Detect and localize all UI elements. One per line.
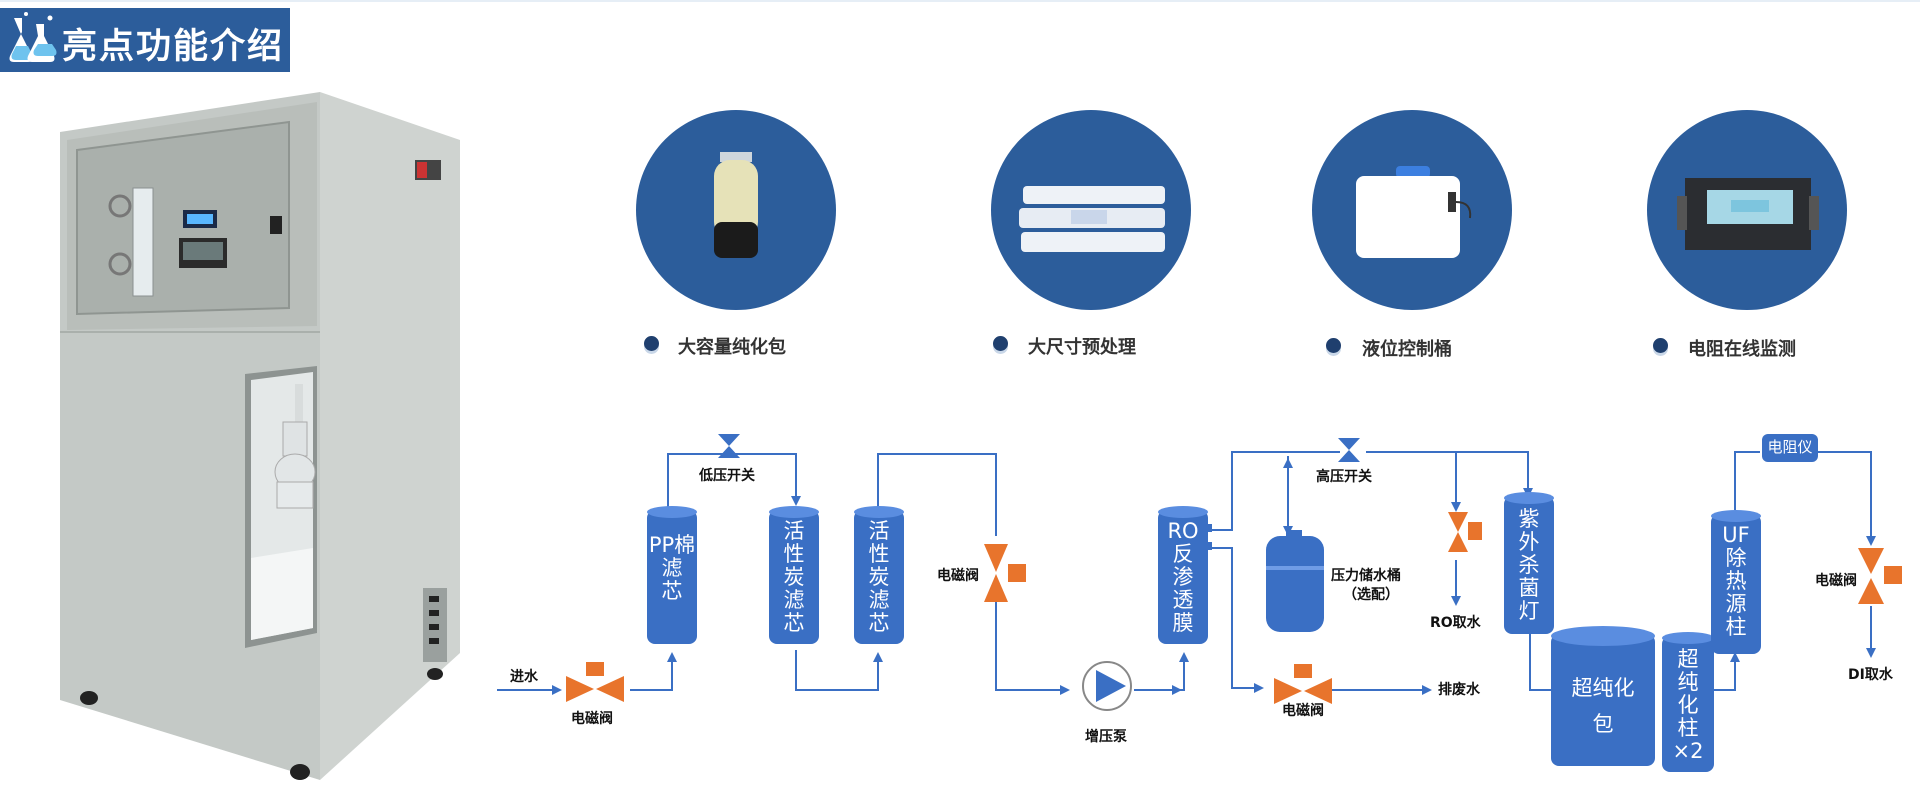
uf-column-label: UF 除 热 源 柱 [1722,523,1750,639]
feature-label: 电阻在线监测 [1688,339,1796,360]
resin-tank-icon [714,152,758,258]
ro-membrane-label: RO 反 渗 透 膜 [1167,519,1199,635]
feature-label: 大容量纯化包 [678,337,786,358]
feature-circle-resistivity-monitor [1647,110,1847,310]
solenoid-valve-icon [566,662,624,702]
carbon-filter-column-2 [854,506,904,644]
ultrapure-column-label: 超 纯 化 柱 ×2 [1672,647,1704,763]
solenoid-valve-icon [984,544,1026,602]
pp-filter-label: PP棉 滤 芯 [648,533,696,603]
carbon-filter-column-1 [769,506,819,644]
high-pressure-switch-label: 高压开关 [1316,469,1372,485]
feature-bullet-icon [1653,338,1668,353]
feature-circle-level-tank [1312,110,1512,310]
pressure-tank [1266,530,1324,632]
resistivity-monitor-icon [1677,178,1819,250]
pp-filter-column [647,506,697,644]
top-divider [0,0,1920,2]
ultrapure-pack [1551,626,1655,766]
page-title: 亮点功能介绍 [62,27,285,67]
solenoid-valve-icon [1858,548,1902,604]
feature-label: 大尺寸预处理 [1028,337,1136,358]
valve-label: 电磁阀 [1815,573,1857,589]
ro-outlet-label: RO取水 [1430,615,1481,631]
ultrapure-pack-label: 超纯化 包 [1571,676,1635,736]
feature-bullet-icon [644,336,659,351]
flask-icon [9,12,57,62]
booster-pump-label: 增压泵 [1085,729,1127,745]
level-tank-icon [1356,166,1472,258]
low-pressure-switch-icon [718,434,740,458]
valve-label: 电磁阀 [937,568,979,584]
feature-circle-filter-cartridges [991,110,1191,310]
di-outlet-label: DI取水 [1848,667,1893,683]
pressure-tank-optional-label: （选配） [1343,587,1399,603]
ro-membrane-column [1158,506,1212,644]
uv-lamp-label: 紫 外 杀 菌 灯 [1518,507,1540,623]
solenoid-valve-icon [1274,664,1332,704]
carbon-filter-label-1: 活 性 炭 滤 芯 [783,519,805,635]
uv-lamp-column [1504,492,1554,634]
feature-circle-resin-tank [636,110,836,310]
feature-bullet-icon [993,336,1008,351]
inlet-label: 进水 [510,669,538,685]
filter-cartridges-icon [1019,186,1165,252]
feature-label: 液位控制桶 [1362,339,1452,360]
valve-label: 电磁阀 [571,711,613,727]
resistivity-meter-box [1762,434,1818,462]
pressure-tank-label: 压力储水桶 [1331,568,1401,584]
section-title-badge: 亮点功能介绍 [0,8,290,72]
ultrapure-column [1662,632,1714,772]
solenoid-valve-icon [1448,512,1482,552]
resistivity-meter-label: 电阻仪 [1767,438,1813,456]
carbon-filter-label-2: 活 性 炭 滤 芯 [868,519,890,635]
booster-pump-icon [1082,661,1132,711]
valve-label: 电磁阀 [1282,703,1324,719]
uf-column [1711,510,1761,654]
water-purifier-machine-image [60,92,460,780]
low-pressure-switch-label: 低压开关 [699,468,755,484]
high-pressure-switch-icon [1338,438,1360,462]
flow-pipes [497,451,1876,695]
feature-bullet-icon [1326,338,1341,353]
waste-water-label: 排废水 [1438,682,1480,698]
